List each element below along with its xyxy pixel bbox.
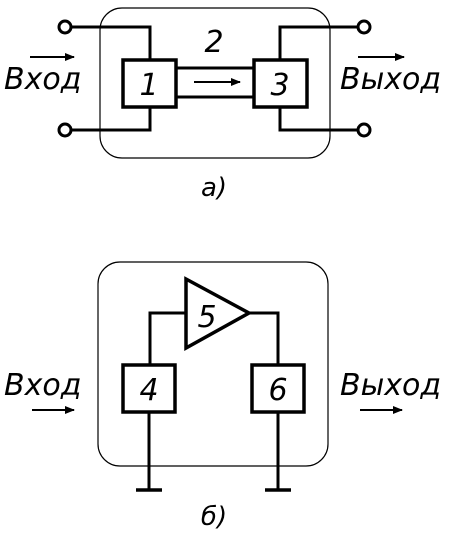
enclosure-a	[99, 7, 331, 159]
input-wire-bottom	[71, 107, 152, 132]
diagram-a: 1 2 3 Вход Выход а)	[4, 7, 441, 203]
block-5-label: 5	[197, 300, 216, 335]
wire-5-to-6	[249, 311, 280, 365]
output-terminal-top	[356, 19, 372, 35]
caption-a: а)	[201, 173, 227, 203]
output-label-b: Выход	[340, 368, 441, 403]
output-wire-bottom	[278, 107, 358, 132]
caption-b: б)	[201, 502, 227, 532]
block-6-label: 6	[268, 373, 287, 408]
wire-4-to-5	[148, 311, 186, 365]
block-1-label: 1	[139, 68, 158, 103]
block-3-label: 3	[270, 68, 289, 103]
input-terminal-top	[57, 19, 73, 35]
input-terminal-bottom	[57, 122, 73, 138]
output-label-a: Выход	[340, 62, 441, 97]
amplifier-5	[184, 276, 253, 351]
diagram-b: 5 4 6 Вход Выход б)	[4, 261, 441, 532]
block-2-label: 2	[204, 25, 223, 60]
input-label-b: Вход	[4, 368, 81, 403]
output-wire-top	[278, 25, 358, 60]
enclosure-b	[97, 261, 329, 467]
output-terminal-bottom	[356, 122, 372, 138]
input-wire-top	[71, 25, 152, 60]
block-4-label: 4	[139, 373, 158, 408]
block-1	[121, 58, 178, 109]
input-label-a: Вход	[4, 62, 81, 97]
